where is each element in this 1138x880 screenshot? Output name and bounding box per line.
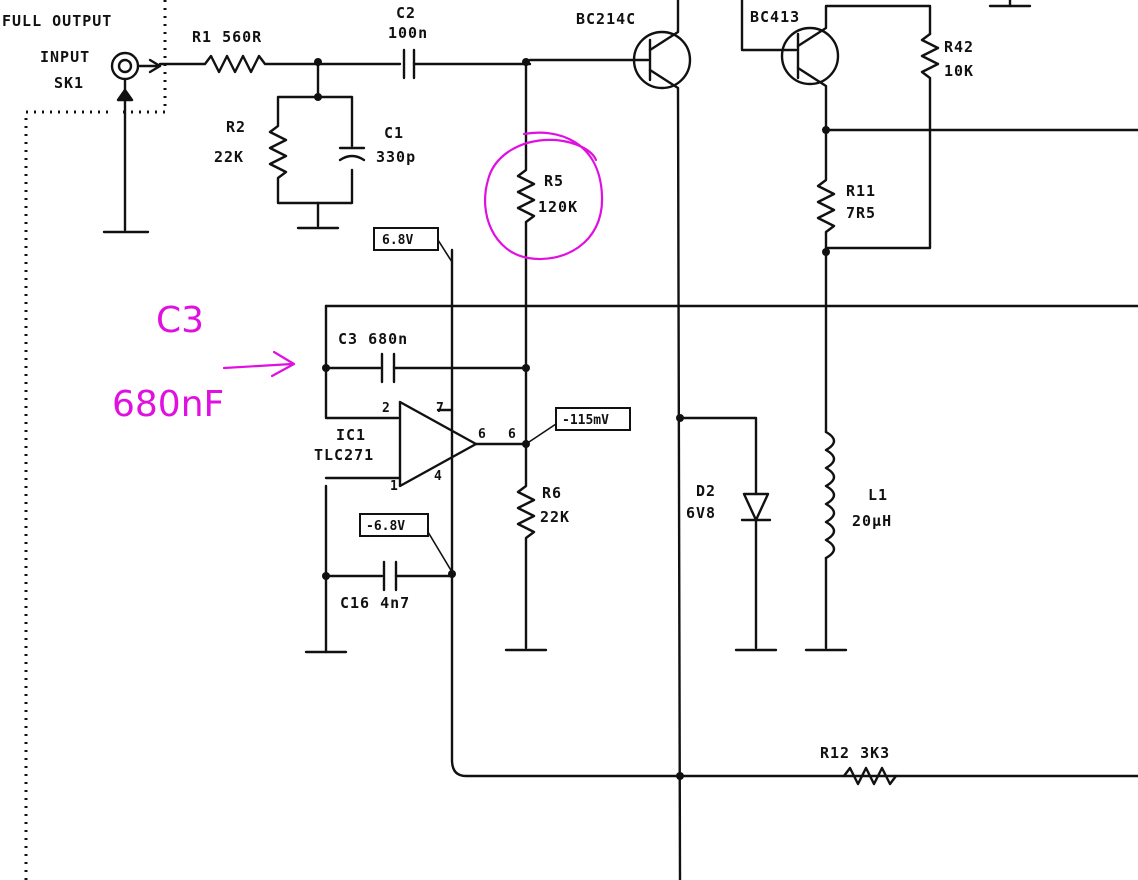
sk1-label: SK1: [54, 74, 84, 92]
ic-pin4: 4: [434, 469, 442, 484]
v-top-label: 6.8V: [382, 233, 413, 248]
resistor-r11: [816, 128, 836, 254]
capacitor-c1: [338, 146, 366, 162]
resistor-r1: [158, 54, 402, 74]
r2-label: R2: [226, 118, 246, 136]
d2-value: 6V8: [686, 504, 716, 522]
r2-value: 22K: [214, 148, 244, 166]
input-board-outline: [24, 0, 167, 880]
ic-pin-out: 6: [508, 427, 516, 442]
ic1-label: IC1: [336, 426, 366, 444]
input-socket-sk1: [102, 51, 162, 234]
c3-handwritten-note: C3: [156, 300, 204, 341]
c3-value-handwritten-note: 680nF: [112, 384, 224, 425]
c1-value: 330p: [376, 148, 416, 166]
r11-value: 7R5: [846, 204, 876, 222]
c2-value: 100n: [388, 24, 428, 42]
opamp-ic1: [324, 400, 528, 654]
c1-label: C1: [384, 124, 404, 142]
r5-highlight-circle: [483, 131, 604, 261]
d2-label: D2: [696, 482, 716, 500]
capacitor-c2: [402, 48, 532, 80]
resistor-r5: [516, 62, 536, 446]
full-output-label: FULL OUTPUT: [2, 12, 112, 30]
l1-value: 20µH: [852, 512, 892, 530]
q-right-label: BC413: [750, 8, 800, 26]
r6-label: R6: [542, 484, 562, 502]
l1-label: L1: [868, 486, 888, 504]
ic-pin7: 7: [436, 401, 444, 416]
c3-label: C3 680n: [338, 330, 408, 348]
r1-label: R1 560R: [192, 28, 262, 46]
ic1-part: TLC271: [314, 446, 374, 464]
annotation-arrow: [222, 350, 296, 378]
r11-label: R11: [846, 182, 876, 200]
c16-label: C16 4n7: [340, 594, 410, 612]
q-left-label: BC214C: [576, 10, 636, 28]
resistor-r2: [268, 95, 354, 205]
input-label: INPUT: [40, 48, 90, 66]
r5-value: 120K: [538, 198, 578, 216]
ic-pin1: 1: [390, 479, 398, 494]
r42-value: 10K: [944, 62, 974, 80]
resistor-r6: [504, 442, 548, 652]
r5-label: R5: [544, 172, 564, 190]
v-neg-label: -6.8V: [366, 519, 405, 534]
capacitor-c16: [304, 560, 454, 654]
resistor-r12: [842, 766, 898, 786]
r42-label: R42: [944, 38, 974, 56]
transistor-bc413: [740, 0, 932, 132]
v-out-label: -115mV: [562, 413, 609, 428]
inductor-l1: [804, 250, 848, 652]
c2-label: C2: [396, 4, 416, 22]
r6-value: 22K: [540, 508, 570, 526]
zener-d2: [676, 414, 778, 652]
ic-pin6: 6: [478, 427, 486, 442]
resistor-r42: [824, 32, 940, 250]
transistor-bc214c: [528, 0, 692, 880]
capacitor-c3: [324, 304, 528, 420]
ic-pin2: 2: [382, 401, 390, 416]
r12-label: R12 3K3: [820, 744, 890, 762]
